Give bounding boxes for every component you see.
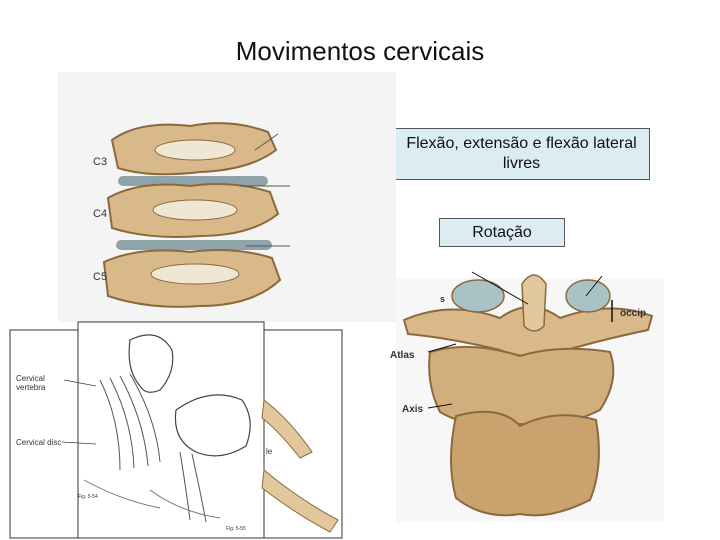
label-occip: occip	[620, 308, 646, 319]
figure-number-2: Fig. 5-55	[226, 526, 246, 532]
cervical-vertebrae-c3-c5-illustration	[102, 122, 290, 308]
label-cervical-vertebra-1: Cervical	[16, 374, 45, 383]
label-atlas: Atlas	[390, 350, 415, 361]
label-cervical-vertebra-2: vertebra	[16, 383, 46, 392]
figure-number-1: Fig. 5-54	[78, 494, 98, 500]
label-s: s	[440, 294, 445, 304]
label-c4: C4	[93, 208, 107, 220]
neck-flexion-sketch	[9, 321, 343, 539]
label-axis: Axis	[402, 404, 424, 415]
flexion-extension-label-box: Flexão, extensão e flexão lateral livres	[393, 128, 650, 180]
disc-c4-c5	[116, 240, 272, 250]
label-cervical-disc: Cervical disc	[16, 438, 61, 447]
atlas-axis-illustration	[396, 271, 664, 522]
rotation-label-box: Rotação	[439, 218, 565, 247]
label-partial: le	[266, 447, 273, 456]
slide-title: Movimentos cervicais	[235, 36, 485, 66]
label-c3: C3	[93, 156, 107, 168]
label-c5: C5	[93, 271, 107, 283]
disc-c3-c4	[118, 176, 268, 186]
